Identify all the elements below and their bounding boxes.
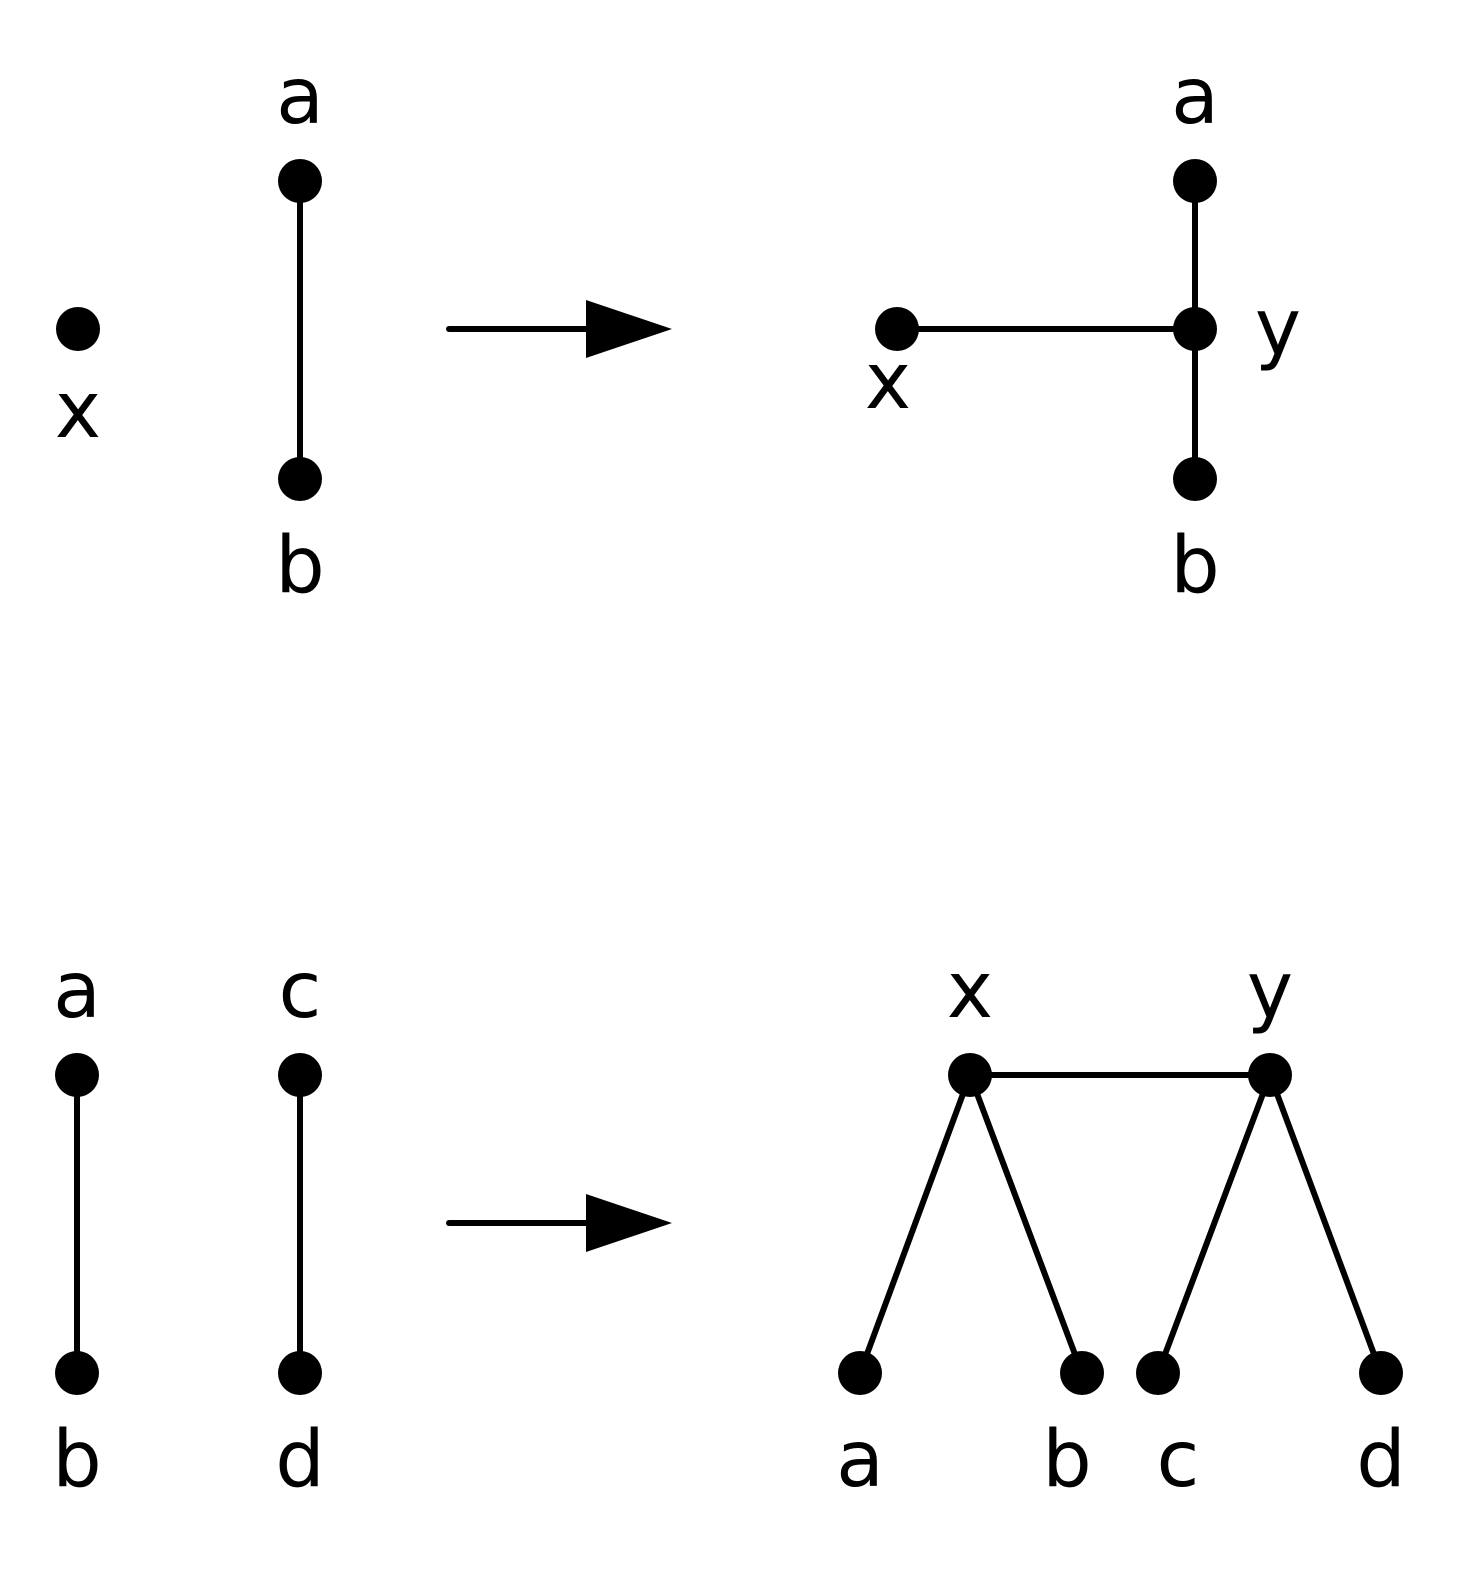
bottom-after-node-b bbox=[1060, 1351, 1104, 1395]
bottom-after-label-d: d bbox=[1356, 1415, 1406, 1505]
bottom-after-label-c: c bbox=[1157, 1415, 1200, 1505]
bottom-before-node-d bbox=[278, 1351, 322, 1395]
top-before-node-a bbox=[278, 159, 322, 203]
bottom-before-graph: a c b d bbox=[52, 946, 325, 1505]
top-after-label-b: b bbox=[1170, 521, 1220, 611]
top-before-label-b: b bbox=[275, 521, 325, 611]
top-before-node-x bbox=[56, 307, 100, 351]
top-before-node-b bbox=[278, 457, 322, 501]
bottom-after-graph: x y a b c d bbox=[836, 946, 1406, 1505]
bottom-before-label-b: b bbox=[52, 1415, 102, 1505]
top-after-label-y: y bbox=[1255, 283, 1301, 373]
bottom-after-label-y: y bbox=[1247, 946, 1293, 1036]
bottom-after-edge-y-d bbox=[1267, 1072, 1384, 1376]
bottom-after-node-c bbox=[1136, 1351, 1180, 1395]
top-after-label-x: x bbox=[865, 337, 911, 427]
top-after-node-b bbox=[1173, 457, 1217, 501]
bottom-after-label-x: x bbox=[947, 946, 993, 1036]
bottom-before-label-d: d bbox=[275, 1415, 325, 1505]
bottom-after-node-a bbox=[838, 1351, 882, 1395]
top-before-label-x: x bbox=[55, 366, 101, 456]
top-after-graph: a y x b bbox=[865, 52, 1301, 611]
bottom-arrow-head bbox=[586, 1194, 672, 1252]
bottom-before-label-c: c bbox=[279, 946, 322, 1036]
bottom-transform-arrow bbox=[446, 1194, 672, 1252]
top-before-graph: a x b bbox=[55, 52, 325, 611]
bottom-after-edge-x-b bbox=[967, 1072, 1085, 1376]
bottom-before-node-a bbox=[55, 1053, 99, 1097]
top-after-node-y bbox=[1173, 307, 1217, 351]
top-after-node-x bbox=[875, 307, 919, 351]
bottom-after-label-b: b bbox=[1042, 1415, 1092, 1505]
bottom-after-node-d bbox=[1359, 1351, 1403, 1395]
bottom-after-edge-y-c bbox=[1155, 1072, 1273, 1376]
top-after-node-a bbox=[1173, 159, 1217, 203]
top-panel: a x b a y x b bbox=[55, 52, 1301, 611]
bottom-after-node-y bbox=[1248, 1053, 1292, 1097]
top-transform-arrow bbox=[446, 300, 672, 358]
top-arrow-head bbox=[586, 300, 672, 358]
bottom-after-label-a: a bbox=[836, 1415, 884, 1505]
bottom-after-node-x bbox=[948, 1053, 992, 1097]
top-after-label-a: a bbox=[1171, 52, 1219, 142]
bottom-before-label-a: a bbox=[53, 946, 101, 1036]
top-before-label-a: a bbox=[276, 52, 324, 142]
bottom-before-node-b bbox=[55, 1351, 99, 1395]
bottom-panel: a c b d x y a b c d bbox=[52, 946, 1406, 1505]
bottom-before-node-c bbox=[278, 1053, 322, 1097]
bottom-after-edge-x-a bbox=[857, 1072, 973, 1376]
